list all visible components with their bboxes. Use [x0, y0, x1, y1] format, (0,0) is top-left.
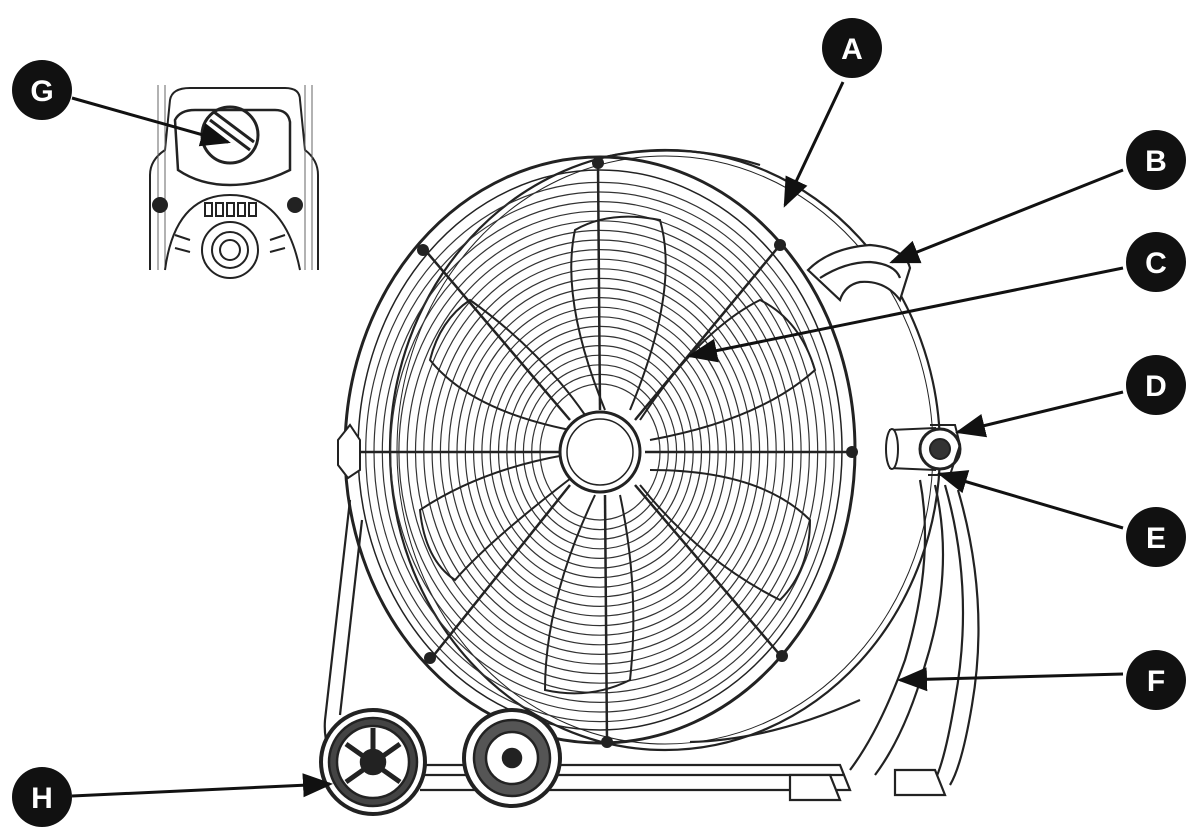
tilt-knob-assembly: [885, 424, 962, 476]
callout-label-b: B: [1145, 145, 1167, 178]
leader-line-b: [889, 168, 1124, 264]
callout-a: A: [822, 18, 882, 78]
stand-frame: [323, 479, 980, 802]
leader-line-a: [783, 81, 845, 208]
callout-label-g: G: [30, 75, 53, 108]
callout-c: C: [1126, 232, 1186, 292]
guard-spokes: [350, 164, 855, 743]
callout-e: E: [1126, 507, 1186, 567]
callout-label-h: H: [31, 782, 53, 815]
leader-lines: [71, 81, 1124, 798]
leader-line-c: [687, 266, 1124, 363]
callout-label-c: C: [1145, 247, 1167, 280]
callout-h: H: [12, 767, 72, 827]
leader-line-g: [71, 96, 231, 147]
knob-detail-inset: [149, 85, 319, 279]
fan-hub: [558, 410, 642, 494]
callout-d: D: [1126, 355, 1186, 415]
callout-label-d: D: [1145, 370, 1167, 403]
callout-label-f: F: [1147, 665, 1165, 698]
leader-line-h: [71, 773, 333, 798]
callout-label-e: E: [1146, 522, 1166, 555]
wheel-front: [319, 708, 427, 816]
callout-label-a: A: [841, 33, 863, 66]
leader-line-e: [937, 470, 1124, 530]
left-tilt-knob: [337, 423, 361, 480]
callout-f: F: [1126, 650, 1186, 710]
carry-handle: [806, 243, 912, 303]
leader-line-f: [897, 667, 1124, 692]
leader-line-d: [955, 390, 1124, 438]
callout-b: B: [1126, 130, 1186, 190]
callout-g: G: [12, 60, 72, 120]
wheel-rear: [462, 708, 562, 808]
